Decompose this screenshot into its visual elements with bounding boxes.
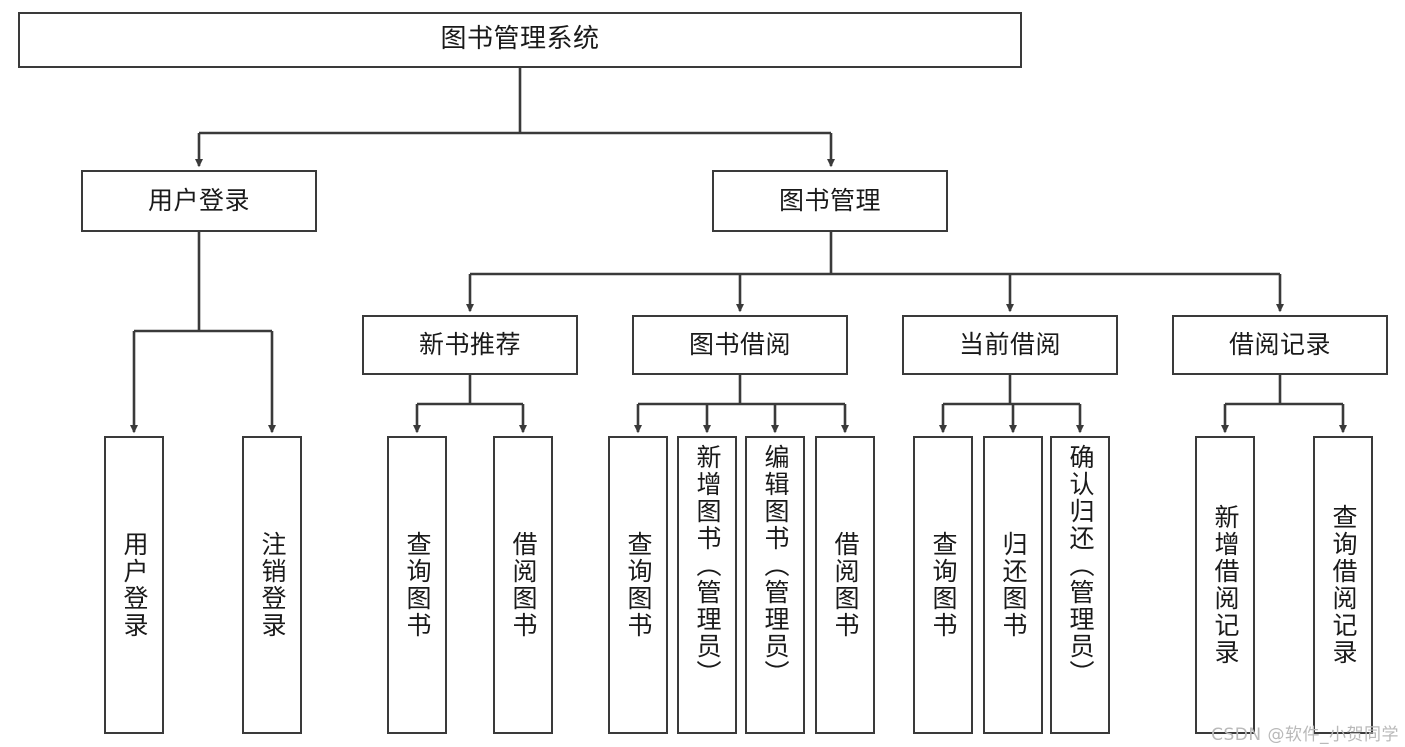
node-leaf-add-borrow-record[interactable]: 新增借阅记录 <box>1195 436 1255 734</box>
node-label: 借阅图书 <box>509 531 538 639</box>
node-leaf-add-book[interactable]: 新增图书（管理员） <box>677 436 737 734</box>
node-label: 新书推荐 <box>418 329 521 359</box>
node-label: 借阅记录 <box>1228 329 1331 359</box>
node-leaf-confirm-return[interactable]: 确认归还（管理员） <box>1050 436 1110 734</box>
node-label: 用户登录 <box>147 185 250 215</box>
node-label: 图书管理系统 <box>440 24 600 55</box>
node-leaf-query-book-recommend[interactable]: 查询图书 <box>387 436 447 734</box>
node-label: 编辑图书（管理员） <box>761 444 790 687</box>
node-new-book-recommend[interactable]: 新书推荐 <box>362 315 578 375</box>
node-label: 新增图书（管理员） <box>693 444 722 687</box>
node-label: 图书借阅 <box>688 329 791 359</box>
node-leaf-borrow-book-recommend[interactable]: 借阅图书 <box>493 436 553 734</box>
node-leaf-user-login[interactable]: 用户登录 <box>104 436 164 734</box>
watermark-csdn: CSDN @软件_小贺同学 <box>1211 725 1399 745</box>
node-label: 确认归还（管理员） <box>1066 444 1095 687</box>
node-label: 查询图书 <box>624 531 653 639</box>
node-label: 借阅图书 <box>831 531 860 639</box>
node-label: 当前借阅 <box>958 329 1061 359</box>
node-label: 查询借阅记录 <box>1329 504 1358 666</box>
node-leaf-edit-book[interactable]: 编辑图书（管理员） <box>745 436 805 734</box>
node-leaf-borrow-book[interactable]: 借阅图书 <box>815 436 875 734</box>
node-user-login[interactable]: 用户登录 <box>81 170 317 232</box>
node-leaf-logout-login[interactable]: 注销登录 <box>242 436 302 734</box>
node-borrow-record[interactable]: 借阅记录 <box>1172 315 1388 375</box>
node-label: 归还图书 <box>999 531 1028 639</box>
node-current-borrow[interactable]: 当前借阅 <box>902 315 1118 375</box>
node-label: 用户登录 <box>120 531 149 639</box>
node-label: 查询图书 <box>403 531 432 639</box>
node-leaf-query-borrow-record[interactable]: 查询借阅记录 <box>1313 436 1373 734</box>
node-leaf-query-book-borrow[interactable]: 查询图书 <box>608 436 668 734</box>
node-label: 图书管理 <box>778 185 881 215</box>
node-root-book-management-system[interactable]: 图书管理系统 <box>18 12 1022 68</box>
node-label: 查询图书 <box>929 531 958 639</box>
node-book-management[interactable]: 图书管理 <box>712 170 948 232</box>
node-label: 新增借阅记录 <box>1211 504 1240 666</box>
node-label: 注销登录 <box>258 531 287 639</box>
node-leaf-return-book[interactable]: 归还图书 <box>983 436 1043 734</box>
node-book-borrow[interactable]: 图书借阅 <box>632 315 848 375</box>
node-leaf-query-book-current[interactable]: 查询图书 <box>913 436 973 734</box>
